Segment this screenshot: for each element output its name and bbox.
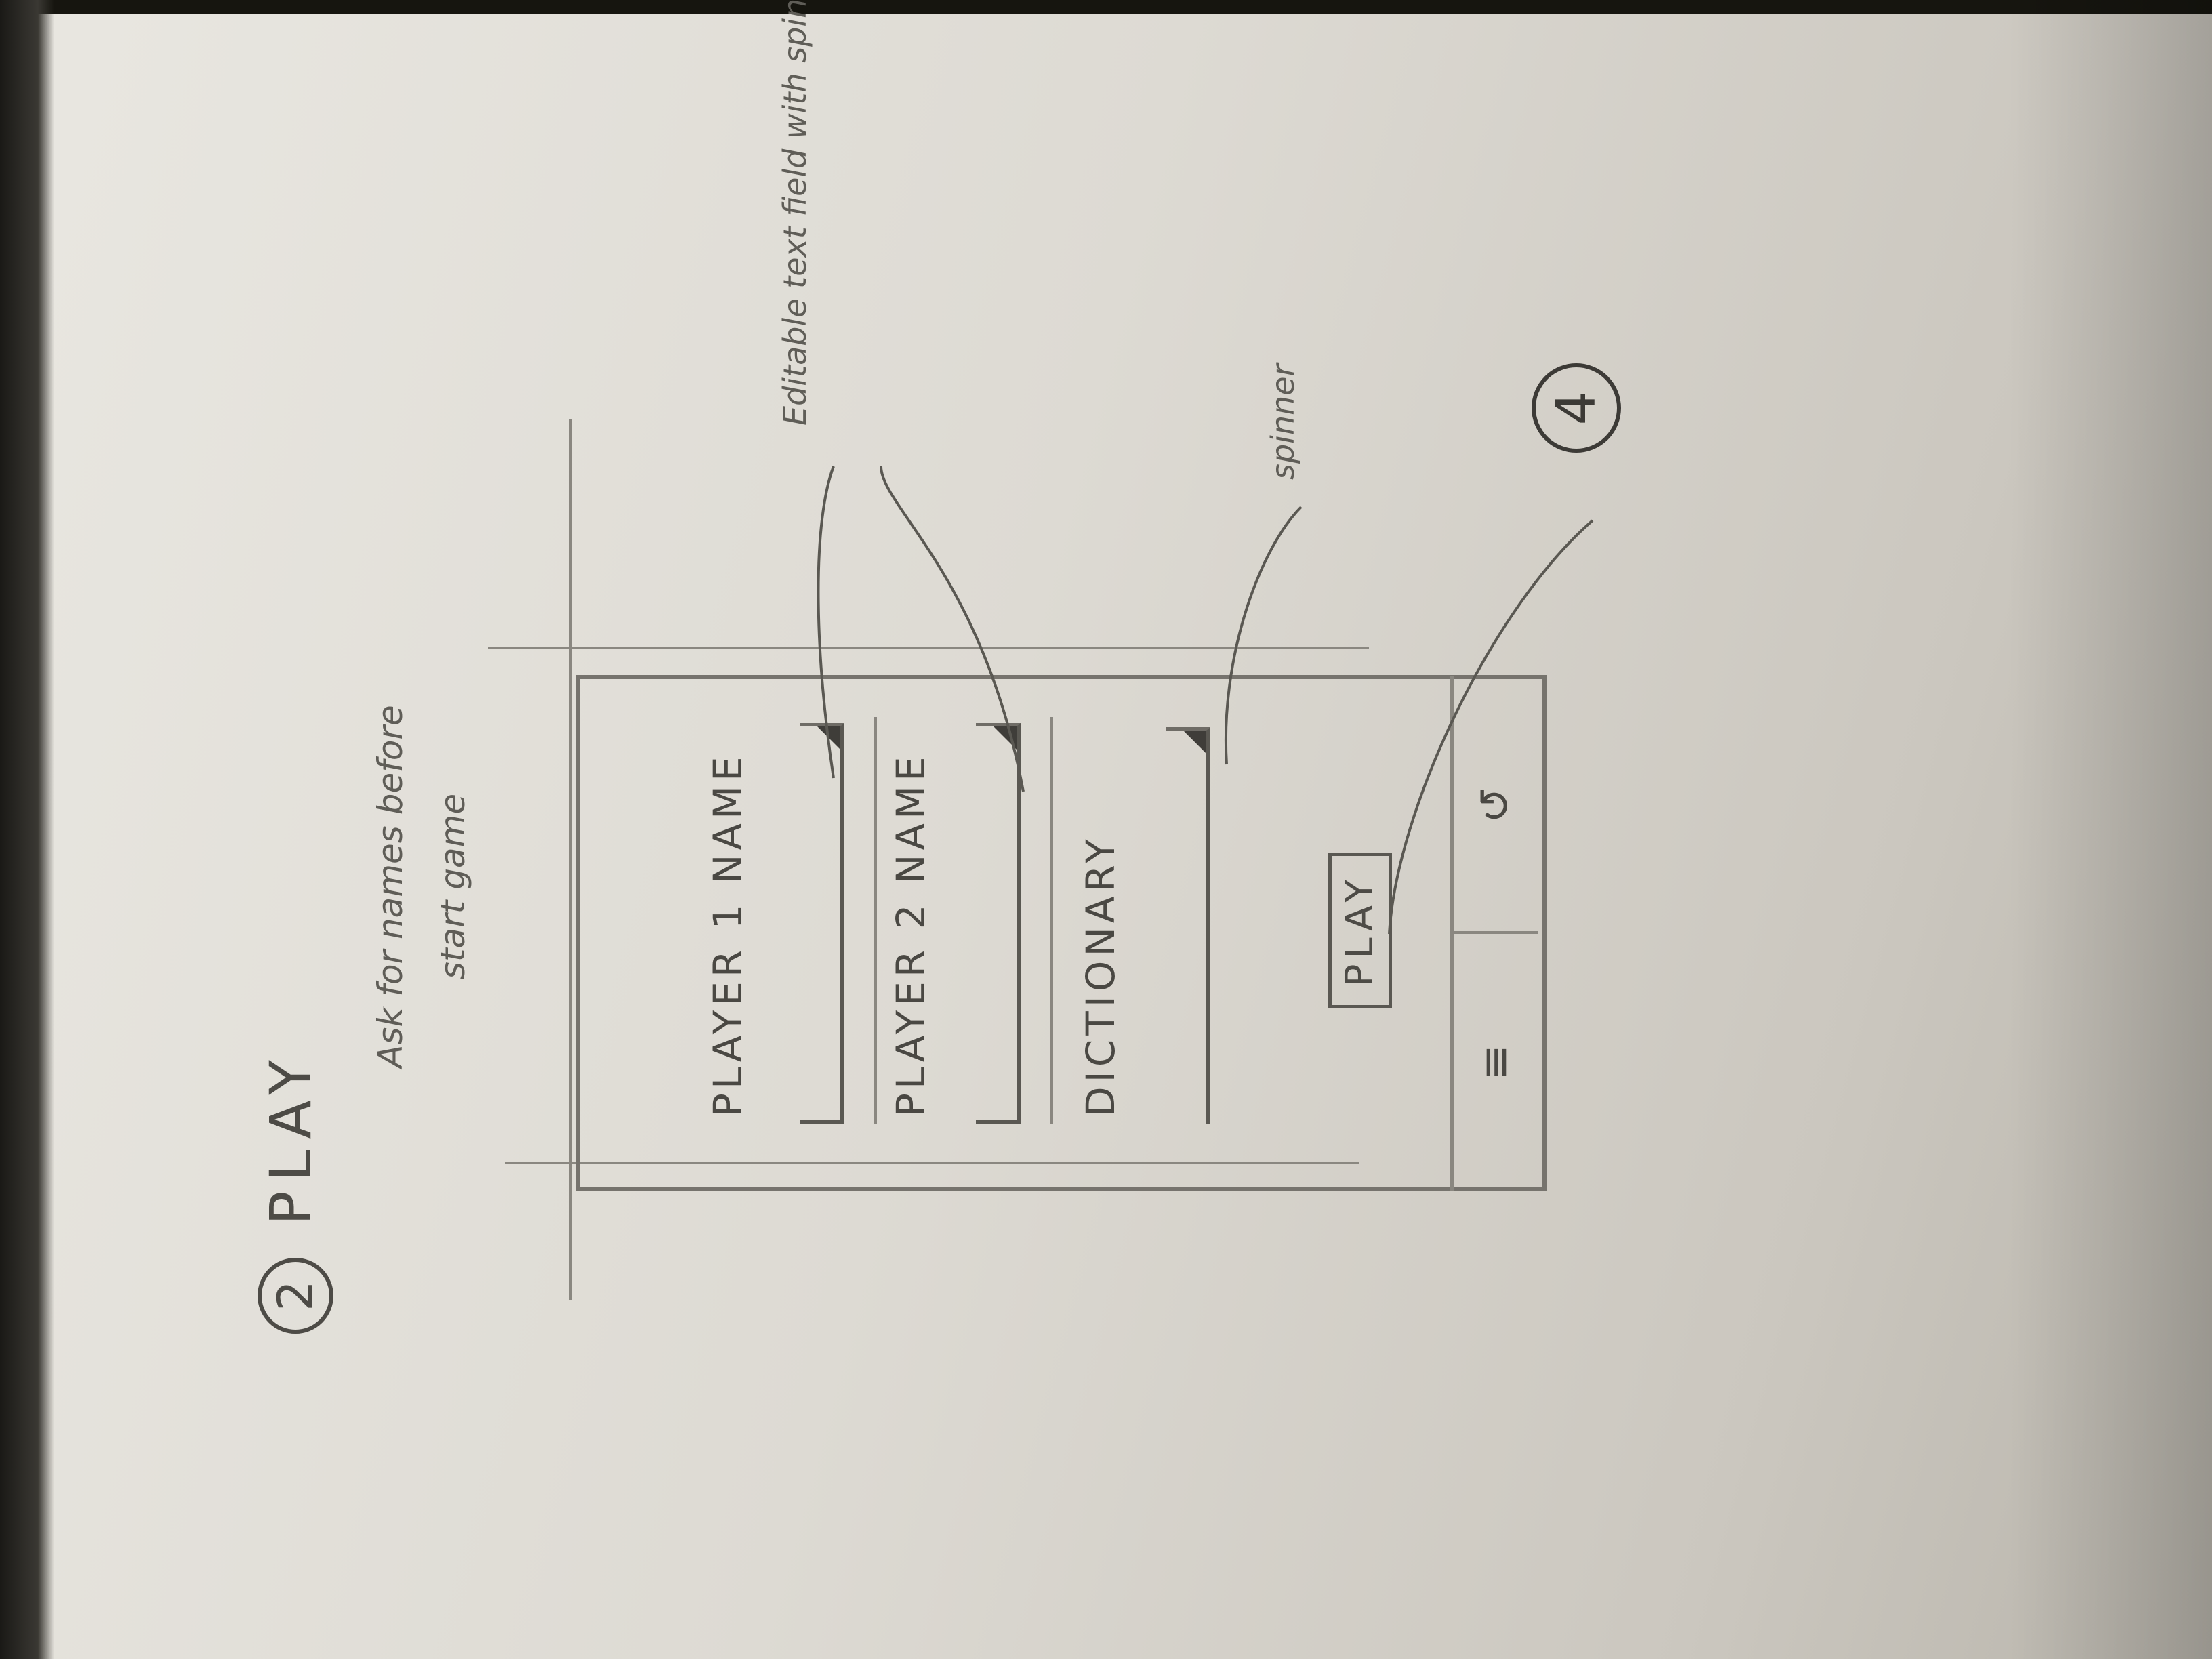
arrow-player2 [880,466,1025,792]
arrow-player1 [817,466,835,779]
arrow-spinner [1224,506,1303,765]
paper-shadow [2009,0,2212,1659]
table-background-top [0,0,2212,14]
table-background-left [0,0,54,1659]
arrow-play [1388,519,1594,935]
